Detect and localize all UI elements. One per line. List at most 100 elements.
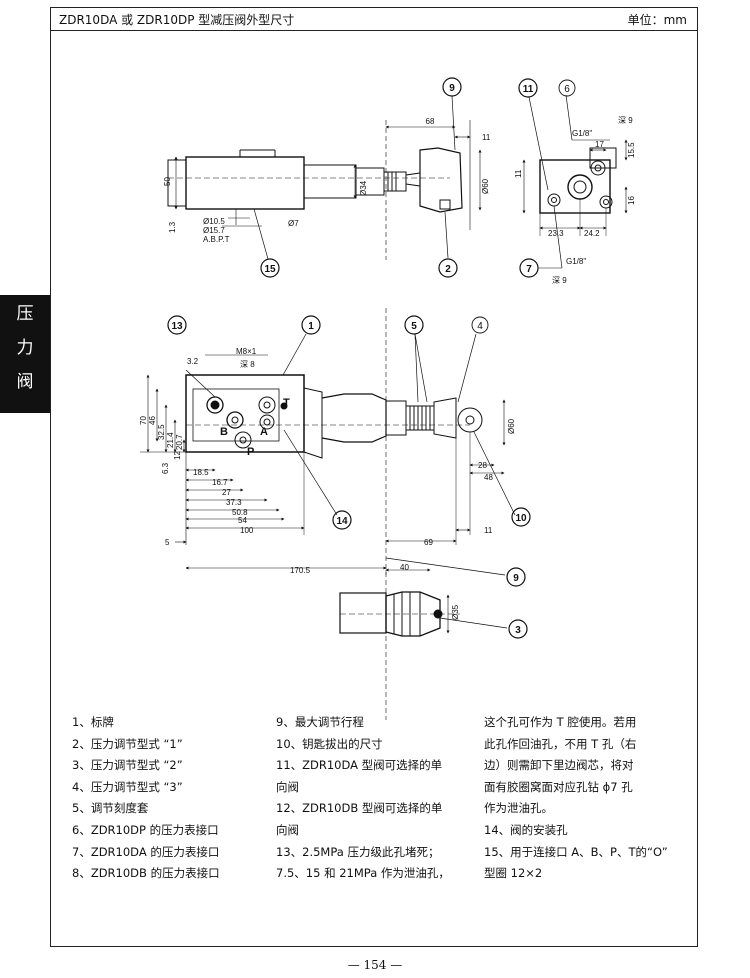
page-number: — 154 — — [347, 958, 403, 972]
svg-text:9: 9 — [513, 573, 519, 584]
end-view-top — [522, 94, 628, 269]
note-line: 这个孔可作为 T 腔使用。若用 — [484, 715, 637, 729]
svg-text:Ø35: Ø35 — [451, 604, 460, 620]
note-line: 3、压力调节型式 “2” — [72, 758, 183, 773]
svg-text:5: 5 — [165, 538, 170, 547]
callout-balloons: 9 11 6 2 15 7 13 1 5 4 10 14 9 3 — [167, 77, 576, 639]
svg-text:16: 16 — [627, 196, 636, 205]
callout-2: 2 — [438, 258, 458, 278]
svg-text:23.3: 23.3 — [548, 229, 564, 238]
svg-text:Ø60: Ø60 — [507, 418, 516, 434]
svg-text:15: 15 — [264, 264, 276, 275]
callout-14: 14 — [332, 510, 352, 530]
dimension-labels: 68 11 50 1.3 Ø10.5 Ø15.7 A.B.P.T Ø7 Ø34 … — [139, 116, 636, 620]
svg-text:20.7: 20.7 — [175, 434, 184, 450]
svg-text:11: 11 — [482, 133, 491, 142]
svg-text:2: 2 — [445, 264, 451, 275]
svg-text:100: 100 — [240, 526, 254, 535]
note-line: 作为泄油孔。 — [484, 801, 553, 816]
page-title: ZDR10DA 或 ZDR10DP 型减压阀外型尺寸 — [59, 13, 295, 27]
header-bar: ZDR10DA 或 ZDR10DP 型减压阀外型尺寸 单位：mm — [51, 8, 697, 31]
svg-text:1.3: 1.3 — [168, 221, 177, 233]
svg-text:M8×1: M8×1 — [236, 347, 257, 356]
svg-text:40: 40 — [400, 563, 409, 572]
callout-4: 4 — [471, 316, 489, 334]
svg-text:11: 11 — [523, 84, 534, 95]
callout-9-mid: 9 — [506, 567, 526, 587]
svg-text:21.4: 21.4 — [166, 432, 175, 448]
svg-text:32.5: 32.5 — [157, 424, 166, 440]
note-line: 此孔作回油孔，不用 T 孔（右 — [484, 736, 637, 751]
svg-text:Ø34: Ø34 — [359, 180, 368, 196]
svg-text:28: 28 — [478, 461, 487, 470]
svg-text:Ø60: Ø60 — [481, 178, 490, 194]
note-line: 4、压力调节型式 “3” — [72, 779, 183, 794]
svg-text:T: T — [283, 397, 290, 409]
callout-3: 3 — [508, 619, 528, 639]
svg-text:4: 4 — [477, 321, 483, 332]
main-view — [140, 308, 516, 720]
svg-text:1: 1 — [308, 321, 314, 332]
callout-5: 5 — [404, 315, 424, 335]
svg-text:37.3: 37.3 — [226, 498, 242, 507]
svg-text:5: 5 — [411, 321, 417, 332]
svg-text:15.5: 15.5 — [627, 142, 636, 158]
svg-text:13: 13 — [171, 321, 183, 332]
svg-text:G1/8": G1/8" — [566, 257, 586, 266]
note-line: 14、阀的安装孔 — [484, 822, 568, 837]
svg-text:6.3: 6.3 — [161, 462, 170, 474]
svg-text:Ø15.7: Ø15.7 — [203, 226, 225, 235]
svg-text:B: B — [220, 426, 228, 438]
svg-text:G1/8": G1/8" — [572, 129, 592, 138]
side-view-top — [167, 95, 482, 260]
svg-text:Ø7: Ø7 — [288, 219, 299, 228]
svg-text:6: 6 — [564, 84, 570, 95]
note-line: 型圈 12×2 — [484, 866, 543, 881]
note-line: 15、用于连接口 A、B、P、T的“O” — [484, 844, 668, 859]
callout-10: 10 — [511, 507, 531, 527]
callout-6: 6 — [558, 79, 576, 97]
note-line: 向阀 — [276, 779, 299, 794]
callout-7: 7 — [519, 258, 539, 278]
svg-text:16.7: 16.7 — [212, 478, 228, 487]
section-tab-char: 力 — [16, 338, 34, 358]
note-line: 向阀 — [276, 822, 299, 837]
svg-text:3.2: 3.2 — [187, 357, 199, 366]
svg-text:17: 17 — [595, 140, 604, 149]
svg-text:50: 50 — [163, 177, 172, 186]
callout-9-top: 9 — [442, 77, 462, 97]
note-line: 5、调节刻度套 — [72, 801, 149, 816]
bottom-adjuster-view — [339, 568, 508, 637]
svg-text:27: 27 — [222, 488, 231, 497]
svg-text:7: 7 — [526, 264, 532, 275]
svg-text:A: A — [260, 426, 268, 438]
svg-text:50.8: 50.8 — [232, 508, 248, 517]
svg-text:24.2: 24.2 — [584, 229, 600, 238]
note-line: 面有胶圈窝面对应孔钻 ϕ7 孔 — [484, 779, 633, 794]
svg-text:A.B.P.T: A.B.P.T — [203, 235, 230, 244]
callout-13: 13 — [167, 315, 187, 335]
note-line: 边）则需卸下里边阀芯，将对 — [484, 758, 634, 773]
note-line: 7.5、15 和 21MPa 作为泄油孔， — [276, 866, 450, 881]
section-tab: 压 力 阀 — [0, 295, 50, 413]
note-line: 2、压力调节型式 “1” — [72, 736, 183, 751]
svg-text:P: P — [247, 446, 254, 458]
svg-text:深 8: 深 8 — [240, 360, 255, 369]
svg-text:14: 14 — [336, 516, 348, 527]
svg-text:9: 9 — [449, 83, 455, 94]
svg-text:深 9: 深 9 — [618, 116, 633, 125]
unit-label: 单位：mm — [627, 13, 687, 27]
svg-text:Ø10.5: Ø10.5 — [203, 217, 225, 226]
note-line: 7、ZDR10DA 的压力表接口 — [72, 844, 220, 859]
svg-text:54: 54 — [238, 516, 247, 525]
svg-text:3: 3 — [515, 625, 521, 636]
svg-text:10: 10 — [515, 513, 527, 524]
notes-column-3: 这个孔可作为 T 腔使用。若用 此孔作回油孔，不用 T 孔（右 边）则需卸下里边… — [484, 712, 668, 885]
note-line: 12、ZDR10DB 型阀可选择的单 — [276, 801, 443, 816]
notes-column-1: 1、标牌 2、压力调节型式 “1” 3、压力调节型式 “2” 4、压力调节型式 … — [72, 712, 220, 885]
section-tab-char: 阀 — [16, 372, 34, 392]
svg-text:68: 68 — [426, 117, 435, 126]
page-frame: ZDR10DA 或 ZDR10DP 型减压阀外型尺寸 单位：mm — [50, 7, 698, 947]
callout-15: 15 — [260, 258, 280, 278]
note-line: 6、ZDR10DP 的压力表接口 — [72, 822, 219, 837]
